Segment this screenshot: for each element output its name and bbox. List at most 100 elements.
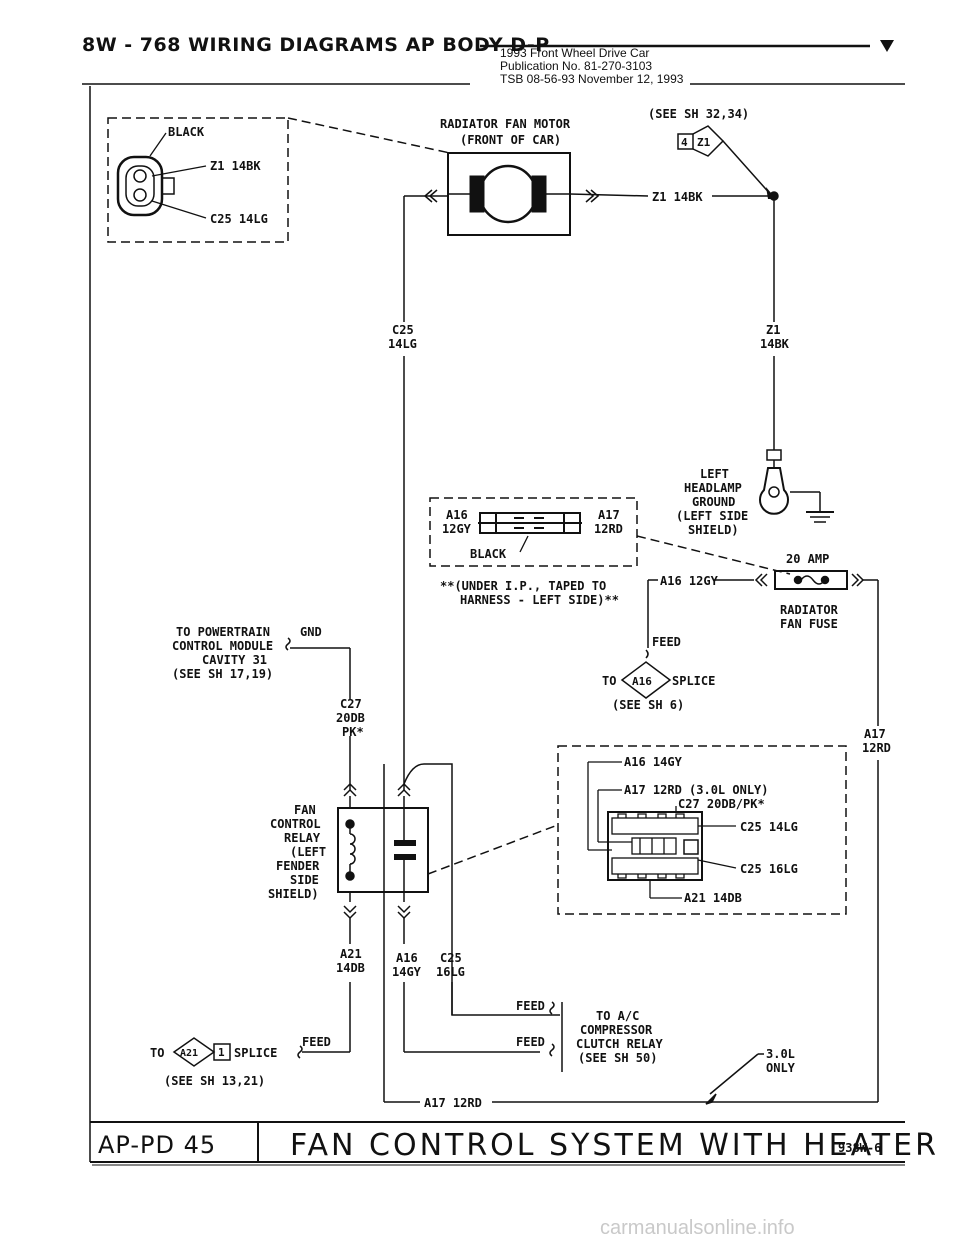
under-ip-note-1: **(UNDER I.P., TAPED TO bbox=[440, 579, 606, 593]
a17-right-label-1: A17 bbox=[864, 727, 886, 741]
a16-label-2: 12GY bbox=[442, 522, 472, 536]
relay-label-7: SHIELD) bbox=[268, 887, 319, 901]
motor-label-2: (FRONT OF CAR) bbox=[460, 133, 561, 147]
headlamp-ground-symbol bbox=[759, 449, 834, 523]
z1-ref-code: Z1 bbox=[697, 136, 711, 149]
ground-label-5: SHIELD) bbox=[688, 523, 739, 537]
a21-splice-code-2: 1 bbox=[218, 1046, 225, 1059]
c25-lower-label-2: 16LG bbox=[436, 965, 465, 979]
inset-c25-label: C25 14LG bbox=[210, 212, 268, 226]
motor-label-1: RADIATOR FAN MOTOR bbox=[440, 117, 571, 131]
fuse-label-1: RADIATOR bbox=[780, 603, 839, 617]
page-marker-triangle-icon bbox=[880, 40, 894, 52]
a21-splice-word: SPLICE bbox=[234, 1046, 277, 1060]
ac-label-1: TO A/C bbox=[596, 1009, 639, 1023]
c27-label-3: PK* bbox=[342, 725, 364, 739]
z1-14bk-wire-label: Z1 14BK bbox=[652, 190, 703, 204]
radiator-fan-fuse bbox=[647, 570, 879, 1102]
z1-wire-label-2: 14BK bbox=[760, 337, 790, 351]
relay-conn-c25b: C25 16LG bbox=[740, 862, 798, 876]
relay-label-2: CONTROL bbox=[270, 817, 321, 831]
pcm-label-2: CONTROL MODULE bbox=[172, 639, 273, 653]
a17-bottom-label: A17 12RD bbox=[424, 1096, 482, 1110]
fuse-rating: 20 AMP bbox=[786, 552, 829, 566]
fuse-feed-label: FEED bbox=[652, 635, 681, 649]
a21-splice-code: A21 bbox=[180, 1048, 198, 1059]
feed-label-4: FEED bbox=[302, 1035, 331, 1049]
relay-label-6: SIDE bbox=[290, 873, 319, 887]
relay-connector-inset bbox=[557, 745, 847, 915]
a21-label-1: A21 bbox=[340, 947, 362, 961]
a16-lower-label-1: A16 bbox=[396, 951, 418, 965]
publication-line-2: Publication No. 81-270-3103 bbox=[500, 59, 653, 73]
a17-label-2: 12RD bbox=[594, 522, 623, 536]
a16-label-1: A16 bbox=[446, 508, 468, 522]
relay-conn-a17: A17 12RD (3.0L ONLY) bbox=[624, 783, 769, 797]
ac-label-2: COMPRESSOR bbox=[580, 1023, 653, 1037]
footer-frame bbox=[90, 1121, 905, 1166]
ac-label-3: CLUTCH RELAY bbox=[576, 1037, 663, 1051]
footer-reference: 938W-6 bbox=[838, 1141, 882, 1155]
header-rules bbox=[82, 40, 905, 1162]
ground-label-2: HEADLAMP bbox=[684, 481, 742, 495]
c27-label-2: 20DB bbox=[336, 711, 365, 725]
fuse-a16-wire: A16 12GY bbox=[660, 574, 719, 588]
a17-right-label-2: 12RD bbox=[862, 741, 891, 755]
watermark-text: carmanualsonline.info bbox=[600, 1217, 795, 1239]
z1-ref-number: 4 bbox=[681, 136, 688, 149]
ac-relay-feeds bbox=[404, 1001, 563, 1072]
feed-label-3: FEED bbox=[516, 1035, 545, 1049]
pcm-label-1: TO POWERTRAIN bbox=[176, 625, 270, 639]
c25-wire-label-1: C25 bbox=[392, 323, 414, 337]
footer-diagram-title: FAN CONTROL SYSTEM WITH HEATER bbox=[290, 1128, 939, 1163]
publication-line-3: TSB 08-56-93 November 12, 1993 bbox=[500, 72, 684, 86]
relay-label-5: FENDER bbox=[276, 859, 320, 873]
relay-label-3: RELAY bbox=[284, 831, 321, 845]
fuse-label-2: FAN FUSE bbox=[780, 617, 838, 631]
l30-only-label-2: ONLY bbox=[766, 1061, 796, 1075]
c25-lower-label-1: C25 bbox=[440, 951, 462, 965]
z1-wire-label-1: Z1 bbox=[766, 323, 780, 337]
ac-label-4: (SEE SH 50) bbox=[578, 1051, 657, 1065]
pcm-label-4: (SEE SH 17,19) bbox=[172, 667, 273, 681]
relay-conn-a21: A21 14DB bbox=[684, 891, 742, 905]
see-sheet-32-34: (SEE SH 32,34) bbox=[648, 107, 749, 121]
a17-bottom-wire bbox=[383, 764, 878, 1105]
c25-wire-label-2: 14LG bbox=[388, 337, 417, 351]
relay-conn-c25a: C25 14LG bbox=[740, 820, 798, 834]
relay-conn-c27: C27 20DB/PK* bbox=[678, 797, 765, 811]
radiator-fan-motor bbox=[447, 152, 571, 236]
feed-label-2: FEED bbox=[516, 999, 545, 1013]
publication-line-1: 1993 Front Wheel Drive Car bbox=[500, 46, 650, 60]
motor-wires bbox=[403, 189, 779, 790]
inset-z1-label: Z1 14BK bbox=[210, 159, 261, 173]
a16-splice-see: (SEE SH 6) bbox=[612, 698, 684, 712]
fan-motor-connector-inset bbox=[107, 117, 451, 243]
inline-black-label: BLACK bbox=[470, 547, 507, 561]
relay-label-4: (LEFT bbox=[290, 845, 326, 859]
inset-black-label: BLACK bbox=[168, 125, 205, 139]
a21-splice-to: TO bbox=[150, 1046, 164, 1060]
ground-label-4: (LEFT SIDE bbox=[676, 509, 748, 523]
under-ip-note-2: HARNESS - LEFT SIDE)** bbox=[460, 593, 619, 607]
l30-only-label-1: 3.0L bbox=[766, 1047, 795, 1061]
pcm-label-3: CAVITY 31 bbox=[202, 653, 267, 667]
a21-splice-reference bbox=[172, 1037, 350, 1067]
ground-label-1: LEFT bbox=[700, 467, 729, 481]
footer-section-code: AP-PD 45 bbox=[98, 1131, 217, 1159]
a16-splice-to: TO bbox=[602, 674, 616, 688]
c27-label-1: C27 bbox=[340, 697, 362, 711]
a17-label-1: A17 bbox=[598, 508, 620, 522]
inline-connector-inset bbox=[429, 497, 791, 575]
ground-label-3: GROUND bbox=[692, 495, 735, 509]
relay-conn-a16: A16 14GY bbox=[624, 755, 683, 769]
a16-lower-label-2: 14GY bbox=[392, 965, 422, 979]
pcm-gnd-label: GND bbox=[300, 625, 322, 639]
a16-splice-reference bbox=[620, 649, 672, 699]
fan-control-relay bbox=[337, 763, 560, 1052]
a21-label-2: 14DB bbox=[336, 961, 365, 975]
relay-label-1: FAN bbox=[294, 803, 316, 817]
a16-splice-code: A16 bbox=[632, 675, 652, 688]
